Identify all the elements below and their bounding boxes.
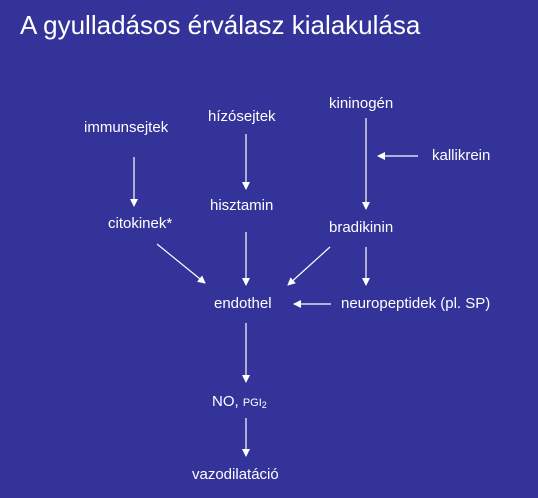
node-hizosejtek: hízósejtek [208,108,276,125]
node-endothel: endothel [214,295,272,312]
pgi-subscript: 2 [261,400,267,410]
node-hisztamin: hisztamin [210,197,274,214]
node-vazodilatacio: vazodilatáció [192,466,279,483]
node-immunsejtek: immunsejtek [84,119,169,136]
no-label: NO, [212,393,239,410]
node-no-pgi2: NO, PGI2 [212,393,267,414]
node-citokinek: citokinek* [108,215,173,232]
slide-title: A gyulladásos érválasz kialakulása [20,10,421,40]
arrow-bradikinin-endothel [287,246,331,286]
node-kallikrein: kallikrein [432,147,491,164]
node-kininogen: kininogén [329,95,394,112]
node-bradikinin: bradikinin [329,219,394,236]
arrow-citokinek-endothel [156,243,206,284]
node-neuropeptidek: neuropeptidek (pl. SP) [341,295,491,312]
pgi-label: PGI [242,397,262,409]
